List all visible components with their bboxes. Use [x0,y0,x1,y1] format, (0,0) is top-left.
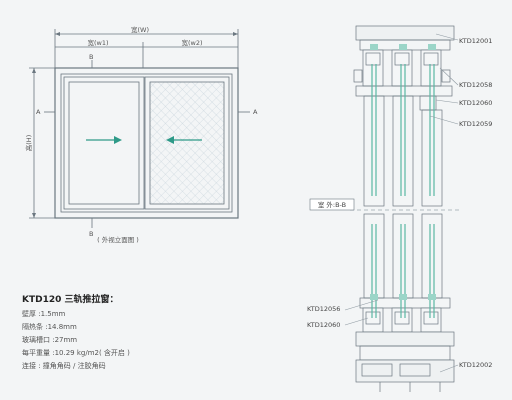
spec-line: 每平重量 :10.29 kg/m2( 含开启 ) [22,349,130,357]
section-view [350,25,460,392]
spec-line: 连接 : 撞角角码 / 注胶角码 [22,362,106,370]
section-b-top: B [89,53,93,61]
part-label: KTD12060 [307,321,340,329]
leader-lines [344,33,459,373]
w1-label: 宽(w1) [87,38,108,47]
glass-panes [371,64,435,318]
spec-line: 壁厚 :1.5mm [22,310,66,318]
svg-text:室 外:B-B: 室 外:B-B [318,200,346,209]
height-label: 高(H) [24,135,33,151]
spec-line: 玻璃槽口 :27mm [22,336,78,344]
part-label: KTD12060 [459,99,492,107]
part-label: KTD12058 [459,81,492,89]
interior-exterior-tag: 室 外:B-B [309,198,355,211]
section-a-left: A [36,108,41,116]
section-b-bottom: B [89,230,93,238]
part-label: KTD12002 [459,361,492,369]
elevation-caption: ( 外视立面图 ) [97,235,139,244]
slide-arrow-right-icon [86,136,122,144]
part-label: KTD12001 [459,37,492,45]
gasket-blocks [370,44,436,300]
product-title: KTD120 三轨推拉窗： [22,295,119,305]
w2-label: 宽(w2) [181,38,202,47]
part-label: KTD12056 [307,305,340,313]
elevation-view [29,29,250,228]
part-label: KTD12059 [459,120,492,128]
spec-line: 隔热条 :14.8mm [22,323,77,331]
width-label: 宽(W) [131,25,149,34]
slide-arrow-left-icon [166,136,202,144]
dimension-ticks [32,32,238,218]
section-a-right: A [253,108,258,116]
